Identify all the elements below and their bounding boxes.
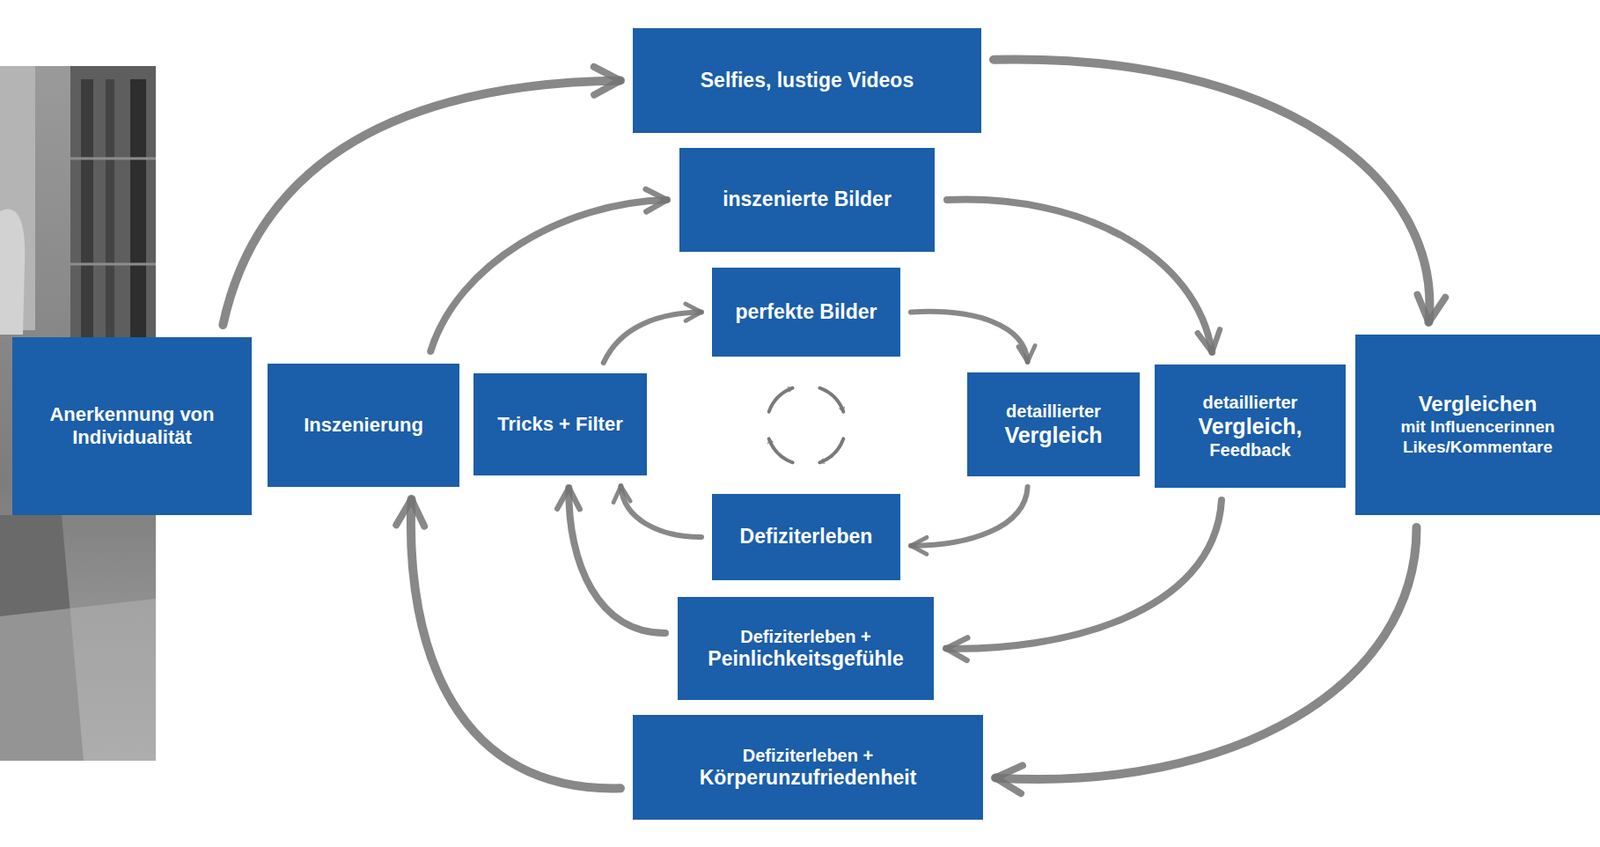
box-label: Defiziterleben + xyxy=(742,744,874,766)
arrow-connector xyxy=(222,66,621,325)
arrow-head xyxy=(1417,294,1446,323)
process-box: detaillierterVergleich xyxy=(967,372,1140,477)
arrow-curve xyxy=(946,499,1222,649)
box-label: detaillierter xyxy=(1005,400,1101,422)
box-label: Anerkennung von Individualität xyxy=(44,403,221,450)
arrow-head xyxy=(645,189,668,213)
process-box: Inszenierung xyxy=(267,363,460,487)
arrow-connector xyxy=(557,487,666,633)
arrow-curve xyxy=(910,311,1028,362)
arrow-connector xyxy=(396,499,621,788)
arrow-head xyxy=(557,487,580,509)
arrow-connector xyxy=(946,199,1220,353)
arrow-curve xyxy=(995,527,1417,779)
arrow-head xyxy=(910,536,927,554)
arrow-head xyxy=(594,66,621,96)
process-box: perfekte Bilder xyxy=(711,267,901,357)
arrow-head xyxy=(613,485,631,503)
arrow-connector xyxy=(993,58,1446,323)
box-label: Vergleichen xyxy=(1418,391,1538,418)
arrow-curve xyxy=(946,199,1212,353)
arrow-connector xyxy=(910,311,1035,362)
process-box: inszenierte Bilder xyxy=(679,147,935,252)
process-box: Vergleichenmit Influencerinnen Likes/Kom… xyxy=(1355,334,1600,515)
process-box: Defiziterleben +Peinlichkeitsgefühle xyxy=(677,596,934,700)
box-label: detaillierter xyxy=(1203,391,1299,413)
process-box: detaillierterVergleich,Feedback xyxy=(1154,364,1346,488)
cycle-symbol xyxy=(769,388,845,463)
arrow-head xyxy=(396,499,425,527)
arrow-head xyxy=(685,303,702,321)
box-label: Peinlichkeitsgefühle xyxy=(707,646,903,672)
arrow-curve xyxy=(411,499,621,788)
arrow-curve xyxy=(222,80,621,326)
arrow-curve xyxy=(568,487,666,633)
process-box: Tricks + Filter xyxy=(473,373,647,476)
arrow-head xyxy=(995,764,1023,793)
box-label: inszenierte Bilder xyxy=(722,187,892,213)
process-box: Selfies, lustige Videos xyxy=(632,28,982,133)
process-box: Defiziterleben xyxy=(711,493,901,580)
box-label: Tricks + Filter xyxy=(497,412,623,436)
box-label: Körperunzufriedenheit xyxy=(699,765,918,791)
arrow-curve xyxy=(620,485,702,537)
arrow-connector xyxy=(946,499,1222,661)
arrow-connector xyxy=(613,485,702,537)
process-box: Defiziterleben +Körperunzufriedenheit xyxy=(632,714,984,820)
box-label: Defiziterleben + xyxy=(740,625,871,647)
arrow-head xyxy=(946,637,968,661)
box-label: Vergleich, xyxy=(1197,412,1302,440)
arrow-connector xyxy=(910,486,1028,554)
arrow-head xyxy=(1197,329,1220,353)
arrow-connector xyxy=(995,527,1417,793)
box-label: Defiziterleben xyxy=(740,524,874,550)
arrow-connector xyxy=(603,303,702,363)
box-label: Inszenierung xyxy=(303,413,424,437)
arrow-curve xyxy=(993,58,1430,323)
box-label: perfekte Bilder xyxy=(734,300,877,325)
box-label: Selfies, lustige Videos xyxy=(700,68,914,94)
box-label: Vergleich xyxy=(1004,421,1102,448)
process-box: Anerkennung von Individualität xyxy=(12,337,252,515)
arrow-head xyxy=(1018,344,1035,362)
box-label: Feedback xyxy=(1209,439,1291,461)
arrow-connector xyxy=(430,189,668,352)
box-label: mit Influencerinnen Likes/Kommentare xyxy=(1367,417,1588,458)
